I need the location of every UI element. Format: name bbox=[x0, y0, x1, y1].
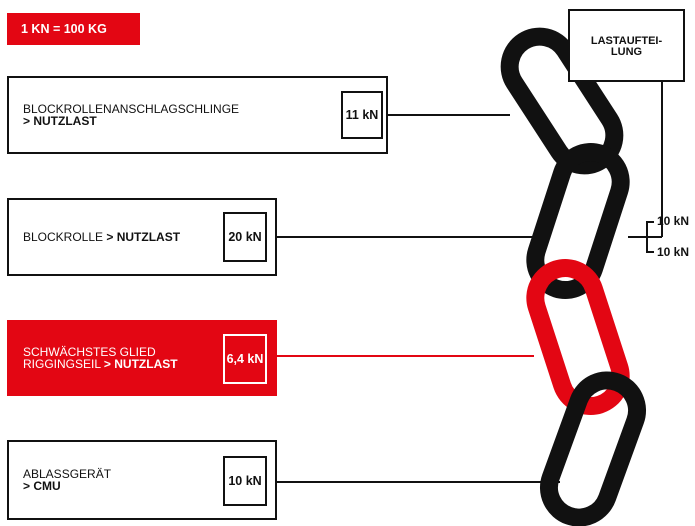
component-name: ABLASSGERÄT bbox=[23, 467, 112, 481]
component-value: 10 kN bbox=[228, 474, 262, 488]
component-value-box: 20 kN bbox=[223, 212, 267, 262]
component-value-box: 6,4 kN bbox=[223, 334, 267, 384]
component-name: RIGGINGSEIL bbox=[23, 357, 104, 371]
weakest-link-label: SCHWÄCHSTES GLIED bbox=[23, 345, 156, 359]
component-limit-type: > NUTZLAST bbox=[103, 357, 178, 371]
unit-legend-text: 1 KN = 100 KG bbox=[21, 22, 107, 36]
split-value-lower: 10 kN bbox=[657, 245, 690, 259]
load-distribution-box: LASTAUFTEI- LUNG bbox=[568, 9, 685, 82]
component-limit-type: > CMU bbox=[23, 479, 61, 493]
chain-link-2 bbox=[526, 143, 630, 299]
component-label: BLOCKROLLENANSCHLAGSCHLINGE > NUTZLAST bbox=[23, 103, 239, 127]
split-bracket bbox=[646, 221, 654, 253]
chain-link-3-weakest bbox=[526, 259, 630, 415]
component-row-pulley: BLOCKROLLE > NUTZLAST 20 kN bbox=[7, 198, 277, 276]
component-label: ABLASSGERÄT > CMU bbox=[23, 468, 111, 492]
component-label: SCHWÄCHSTES GLIED RIGGINGSEIL > NUTZLAST bbox=[23, 346, 178, 370]
component-value-box: 11 kN bbox=[341, 91, 383, 139]
component-value: 11 kN bbox=[345, 108, 379, 122]
component-value: 20 kN bbox=[228, 230, 262, 244]
component-row-rigging-rope: SCHWÄCHSTES GLIED RIGGINGSEIL > NUTZLAST… bbox=[7, 320, 277, 396]
component-name: BLOCKROLLE bbox=[23, 230, 107, 244]
component-name: BLOCKROLLENANSCHLAGSCHLINGE bbox=[23, 102, 240, 116]
split-value-upper: 10 kN bbox=[657, 214, 690, 228]
chain-link-4 bbox=[539, 371, 647, 526]
component-label: BLOCKROLLE > NUTZLAST bbox=[23, 231, 180, 243]
component-row-descender: ABLASSGERÄT > CMU 10 kN bbox=[7, 440, 277, 520]
component-limit-type: > NUTZLAST bbox=[23, 114, 97, 128]
load-distribution-label-2: LUNG bbox=[610, 45, 643, 58]
component-row-sling: BLOCKROLLENANSCHLAGSCHLINGE > NUTZLAST 1… bbox=[7, 76, 388, 154]
component-value: 6,4 kN bbox=[226, 352, 264, 366]
component-limit-type: > NUTZLAST bbox=[106, 230, 181, 244]
unit-legend: 1 KN = 100 KG bbox=[7, 13, 140, 45]
load-distribution-label-1: LASTAUFTEI- bbox=[590, 34, 663, 47]
component-value-box: 10 kN bbox=[223, 456, 267, 506]
